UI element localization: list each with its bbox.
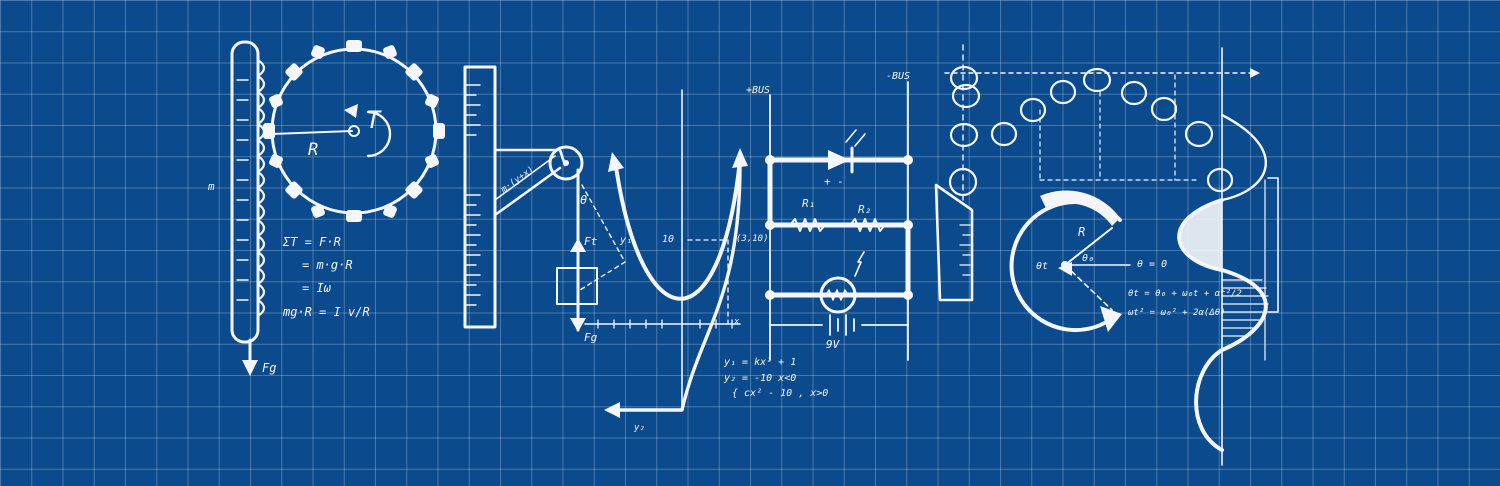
- torque-arrowhead: [344, 104, 358, 118]
- ruler-post: [463, 65, 497, 329]
- battery-symbol: [769, 314, 909, 336]
- rotation-letter-c: [1009, 190, 1131, 332]
- bus-negative-label: -BUS: [886, 71, 911, 82]
- wave-hatching: [1221, 279, 1269, 337]
- pulley-weight-label: Fg: [584, 331, 598, 344]
- gear-axle: [348, 125, 360, 137]
- gravity-arrowhead: [242, 360, 258, 376]
- led-light-arrows: [845, 129, 866, 147]
- gear-teeth: [263, 40, 445, 222]
- i-dot-ball: [948, 167, 978, 197]
- force-triangle: [579, 184, 626, 291]
- led-polarity-label: + -: [824, 175, 844, 188]
- graph-equation-3: { cx² - 10 , x>0: [732, 388, 829, 399]
- graph-curve-label: y₁: [620, 235, 633, 246]
- pendulum-letter-i: [934, 44, 978, 302]
- rack-and-gear-letter-p: [230, 40, 445, 376]
- led-diode: [828, 150, 850, 170]
- rotation-equation-2: ωt² = ω₀² + 2α(Δθ): [1128, 308, 1226, 318]
- graph-axis-ticks: [597, 319, 733, 329]
- hanging-mass: [556, 267, 598, 305]
- wave-amplitude-bracket: [1267, 177, 1279, 313]
- rack-bar: [230, 40, 260, 344]
- point-guides: [687, 239, 729, 325]
- parabola-right-arrowhead: [732, 148, 748, 168]
- rotation-equation-1: θt = θ₀ + ω₀t + αt²/2: [1128, 289, 1242, 299]
- i-stem-ticks: [959, 224, 971, 276]
- pulley-hub: [563, 160, 569, 166]
- thermistor: [819, 276, 857, 314]
- circuit-letter-s: [765, 81, 913, 361]
- wave-top-lobe: [1220, 113, 1267, 202]
- projectile-balls: [949, 65, 1234, 193]
- wave-filled-lobe: [1179, 200, 1222, 270]
- resistor-r1: [789, 218, 826, 232]
- mass-side-label: m: [208, 180, 215, 193]
- projectile-axis-arrowhead: [1250, 68, 1260, 78]
- gear-radius-label: R: [308, 140, 319, 160]
- graph-equation-2: y₂ = -10 x<0: [724, 373, 797, 384]
- thermistor-zigzag: [825, 289, 849, 301]
- battery-voltage-label: 9V: [826, 338, 840, 351]
- ruler-and-pulley-letter-h: [463, 65, 626, 332]
- thermistor-arrow: [854, 251, 865, 277]
- parabola-graph-letter-y: [584, 89, 748, 418]
- i-stem-block: [934, 183, 974, 302]
- resistor-r2: [849, 218, 886, 232]
- bus-positive-label: +BUS: [746, 85, 771, 96]
- incline-ramp-inner: [494, 155, 556, 201]
- graph-y2-label: y₂: [634, 423, 645, 433]
- tension-label: Ft: [584, 235, 598, 248]
- graph-equation-1: y₁ = kx² + 1: [724, 357, 797, 368]
- parabola-left-arrowhead: [608, 152, 624, 172]
- torque-equation-1: ΣT = F·R: [283, 235, 341, 249]
- sine-wave-letter-s: [1177, 113, 1279, 452]
- rotation-theta-t-label: θt: [1036, 261, 1049, 272]
- rotation-dashed-radius: [1064, 264, 1113, 311]
- torque-label: T: [366, 106, 381, 134]
- resistor-r2-label: R₂: [858, 203, 872, 216]
- parabola-curve: [613, 158, 742, 301]
- graph-y-tick-label: 10: [662, 234, 675, 245]
- rack-tick-marks: [236, 79, 249, 301]
- torque-equation-4: mg·R = I v/R: [283, 305, 370, 319]
- ruler-ticks: [466, 84, 481, 306]
- piecewise-arrowhead: [604, 402, 620, 418]
- rack-teeth: [256, 58, 266, 318]
- rotation-theta-zero-label: θ = 0: [1137, 259, 1168, 270]
- pulley-theta-label: θ: [580, 193, 588, 207]
- incline-ramp: [493, 166, 562, 217]
- piecewise-curve: [613, 163, 742, 412]
- graph-point-label: (3,10): [736, 234, 769, 244]
- rotation-radius-label: R: [1078, 225, 1086, 239]
- torque-equation-2: = m·g·R: [302, 258, 353, 272]
- pulley-string-top: [493, 148, 567, 167]
- torque-arc: [366, 110, 392, 158]
- rotation-center-arrow: [1058, 262, 1072, 276]
- rotation-thick-band: [1040, 190, 1120, 226]
- projectile-guides: [1039, 74, 1201, 181]
- gear-radius-line: [271, 130, 353, 135]
- torque-equation-3: = Iω: [302, 281, 331, 295]
- gravity-force-label: Fg: [262, 361, 277, 375]
- graph-x-axis-label: x: [734, 317, 740, 327]
- tension-arrowhead: [570, 238, 586, 252]
- circuit-nodes: [765, 155, 913, 300]
- resistor-r1-label: R₁: [802, 197, 816, 210]
- rotation-theta-0-label: θ₀: [1082, 253, 1095, 264]
- pulley-wheel: [548, 145, 584, 181]
- rotation-radius: [1064, 227, 1113, 266]
- weight-arrowhead: [570, 318, 586, 332]
- rotation-arrowhead: [1100, 306, 1122, 332]
